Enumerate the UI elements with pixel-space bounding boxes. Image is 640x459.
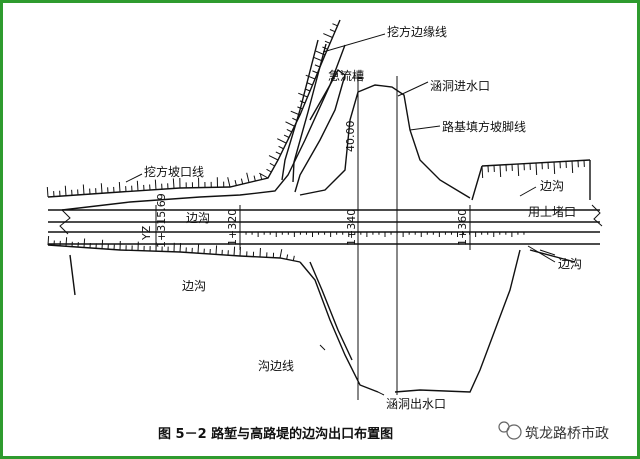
slope-hatch <box>269 162 275 167</box>
embankment-upper <box>294 68 471 199</box>
slope-hatch <box>286 254 289 260</box>
watermark-logo-icon <box>498 421 522 440</box>
dimension-40: 40.00 <box>344 121 357 153</box>
slope-hatch <box>481 165 484 179</box>
label-side-ditch-lower-right: 边沟 <box>558 257 582 271</box>
slope-hatch <box>279 249 283 259</box>
slope-hatch <box>82 184 85 195</box>
slope-hatch <box>259 172 269 179</box>
slope-hatch <box>65 237 68 247</box>
slope-hatch <box>324 40 331 44</box>
label-side-ditch-mid: 边沟 <box>186 211 210 225</box>
slope-hatch <box>118 181 121 193</box>
slope-hatch <box>46 186 49 198</box>
embankment-right-upper <box>471 159 591 201</box>
slope-hatch <box>312 70 318 74</box>
slope-hatch <box>329 29 336 33</box>
cut-edge-lines <box>281 39 327 183</box>
slope-hatch <box>154 179 157 190</box>
station-yz: YZ <box>140 225 153 241</box>
roadway <box>48 204 603 245</box>
slope-hatch <box>172 178 175 189</box>
slope-hatch <box>307 82 313 86</box>
slope-hatch <box>298 92 308 98</box>
slope-hatch <box>227 177 231 188</box>
figure-caption: 图 5－2 路堑与高路堤的边沟出口布置图 <box>158 426 393 442</box>
label-chute: 急流槽 <box>328 68 364 83</box>
label-culvert-outlet: 涵洞出水口 <box>386 397 446 411</box>
cut-slope-upper <box>46 19 346 211</box>
slope-hatch <box>64 185 67 196</box>
label-soil-plug: 用土堵口 <box>528 205 576 219</box>
station-340: 1+340 <box>345 209 358 246</box>
label-side-ditch-lower-left: 边沟 <box>182 279 206 293</box>
slope-hatch <box>553 161 556 175</box>
slope-hatch <box>268 155 279 161</box>
slope-hatch <box>233 246 236 256</box>
slope-hatch <box>332 23 338 27</box>
slope-hatch <box>83 238 86 248</box>
slope-hatch <box>286 129 292 133</box>
station-320: 1+320 <box>226 209 239 246</box>
embankment-lower <box>299 249 576 393</box>
leader-lines <box>125 33 556 396</box>
slope-hatch <box>314 64 321 68</box>
station-315: 1+315.69 <box>155 193 168 248</box>
slope-hatch <box>266 168 272 173</box>
slope-hatch <box>215 245 218 255</box>
label-side-ditch-upper-right: 边沟 <box>540 179 564 193</box>
slope-hatch <box>283 134 290 138</box>
slope-hatch <box>571 160 574 174</box>
slope-hatch <box>234 180 237 186</box>
slope-hatch <box>278 145 284 150</box>
station-lines <box>155 76 471 400</box>
label-ditch-edge-line: 沟边线 <box>258 359 294 373</box>
label-cut-top-line: 挖方坡口线 <box>144 164 204 179</box>
slope-hatch <box>197 244 200 254</box>
slope-hatch <box>292 255 295 261</box>
slope-hatch <box>323 33 333 38</box>
slope-hatch <box>535 162 538 176</box>
station-360: 1+360 <box>456 209 469 246</box>
slope-hatch <box>259 174 263 180</box>
label-embankment-toe: 路基填方坡脚线 <box>442 119 526 134</box>
slope-hatch <box>499 164 502 178</box>
cut-slope-lower <box>47 235 301 296</box>
slope-hatch <box>285 121 295 127</box>
label-culvert-inlet: 涵洞进水口 <box>430 79 490 93</box>
slope-hatch <box>275 151 281 155</box>
slope-hatch <box>136 180 139 191</box>
slope-hatch <box>246 172 250 183</box>
slope-hatch <box>240 178 244 185</box>
watermark-text: 筑龙路桥市政 <box>525 425 609 442</box>
label-cut-edge-line: 挖方边缘线 <box>387 24 447 39</box>
slope-hatch <box>277 138 287 144</box>
slope-hatch <box>100 183 103 194</box>
slope-hatch <box>253 175 256 182</box>
slope-hatch <box>517 163 520 177</box>
slope-hatch <box>305 74 316 80</box>
